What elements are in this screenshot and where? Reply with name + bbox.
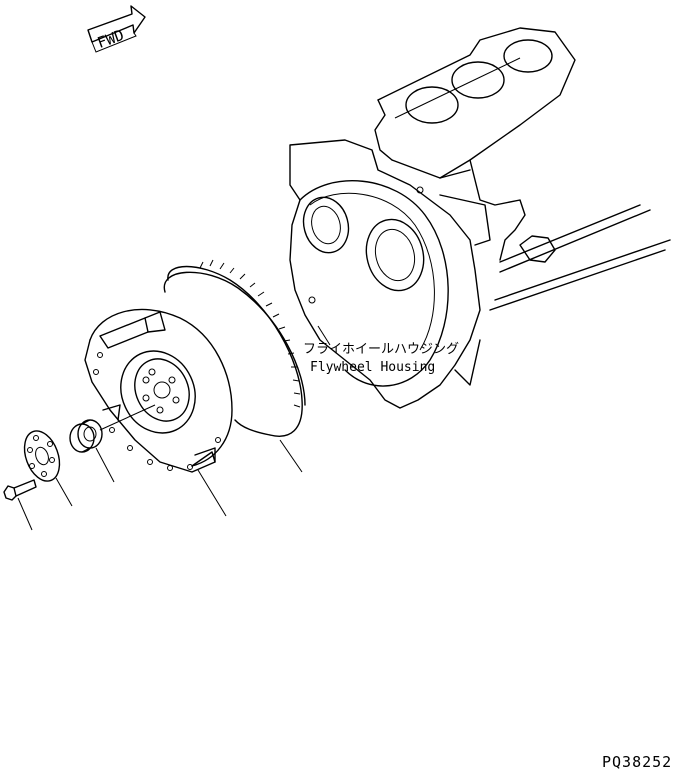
lock-plate [23,430,61,482]
housing-label-en: Flywheel Housing [310,360,435,375]
ring-gear [163,259,306,437]
engine-block [374,27,671,311]
bolt [3,479,37,501]
fwd-label: FWD [95,26,127,52]
pilot-bearing [69,404,156,453]
fwd-arrow-icon: FWD [87,5,146,53]
housing-label-jp: フライホイールハウジング [303,342,459,357]
leader-lines [17,325,331,531]
flywheel [84,308,233,473]
flywheel-housing [289,139,491,409]
drawing-code: PQ38252 [602,753,672,769]
